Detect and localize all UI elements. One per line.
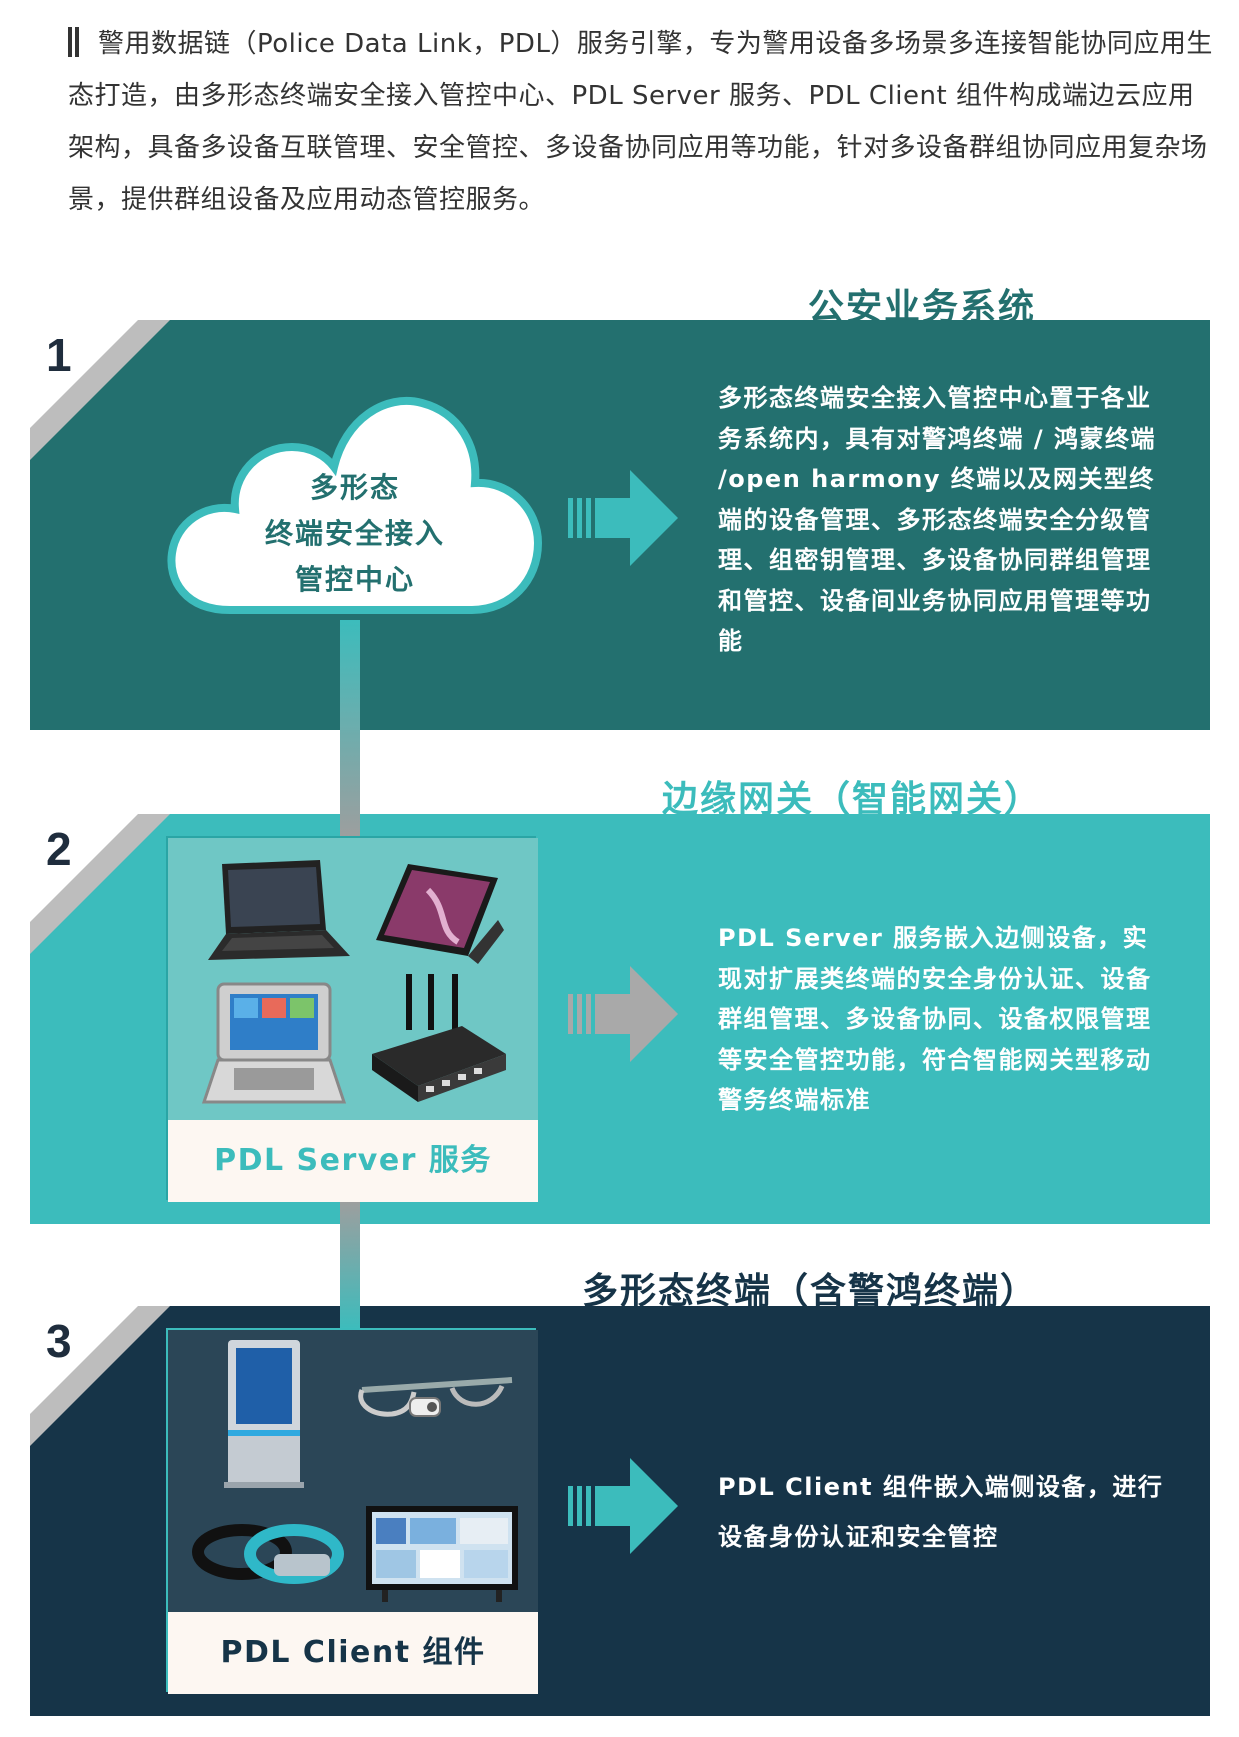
- section-2-corner-inner: [30, 814, 138, 922]
- section-2-number: 2: [46, 823, 72, 875]
- arrow-right-icon: [568, 1458, 678, 1554]
- section-3-title: 多形态终端（含警鸿终端）: [582, 1271, 1039, 1312]
- arrow-right-icon: [568, 966, 678, 1062]
- pdl-server-label: PDL Server 服务: [168, 1120, 538, 1202]
- server-device-grid: [168, 838, 538, 1120]
- rugged-laptop-icon: [201, 982, 347, 1104]
- section-3-number: 3: [46, 1315, 72, 1367]
- section-3-corner-inner: [30, 1306, 138, 1414]
- cloud-label-line-3: 管控中心: [294, 563, 415, 596]
- client-device-grid: [168, 1330, 538, 1612]
- section-2-title: 边缘网关（智能网关）: [662, 779, 1043, 820]
- section-1-number: 1: [46, 329, 72, 381]
- cloud-label-line-1: 多形态: [309, 471, 400, 504]
- wristband-icon: [192, 1524, 344, 1584]
- smart-tv-icon: [366, 1506, 518, 1602]
- smart-glasses-icon: [358, 1377, 513, 1417]
- section-1-corner-inner: [30, 320, 138, 428]
- section-3-description: PDL Client 组件嵌入端侧设备，进行设备身份认证和安全管控: [718, 1473, 1164, 1551]
- cloud-label-line-2: 终端安全接入: [264, 517, 445, 550]
- quote-bar-icon: [68, 27, 82, 57]
- pdl-client-label: PDL Client 组件: [168, 1612, 538, 1694]
- connector-2-3: [340, 1200, 360, 1330]
- pdl-client-box: PDL Client 组件: [166, 1328, 538, 1694]
- laptop-icon: [208, 860, 350, 960]
- tablet-icon: [376, 864, 504, 964]
- kiosk-icon: [224, 1340, 304, 1488]
- arrow-right-icon: [568, 470, 678, 566]
- intro-text: 警用数据链（Police Data Link，PDL）服务引擎，专为警用设备多场…: [68, 29, 1213, 215]
- connector-1-2: [340, 620, 360, 840]
- router-icon: [372, 974, 506, 1102]
- section-1-description: 多形态终端安全接入管控中心置于各业务系统内，具有对警鸿终端 / 鸿蒙终端 /op…: [718, 384, 1156, 655]
- intro-paragraph: 警用数据链（Police Data Link，PDL）服务引擎，专为警用设备多场…: [68, 18, 1218, 226]
- cloud-icon: [167, 397, 543, 614]
- section-2-description: PDL Server 服务嵌入边侧设备，实现对扩展类终端的安全身份认证、设备群组…: [718, 924, 1152, 1114]
- cloud-node: 多形态 终端安全接入 管控中心: [160, 385, 550, 625]
- pdl-server-box: PDL Server 服务: [166, 836, 538, 1202]
